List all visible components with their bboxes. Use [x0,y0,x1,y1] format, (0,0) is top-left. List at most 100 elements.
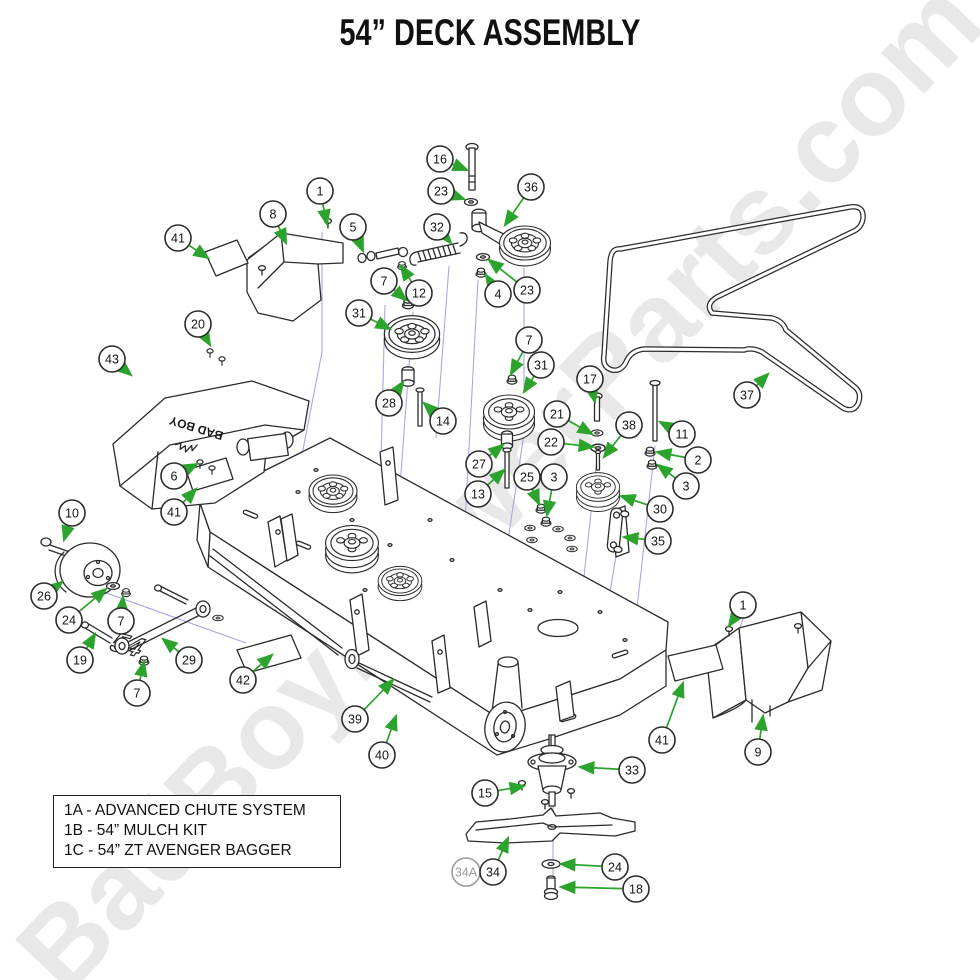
callout-28: 28 [375,379,405,417]
spindle-pulley-30 [575,472,621,512]
callout-20: 20 [184,310,212,348]
callout-3: 3 [655,463,700,500]
callout-24: 24 [558,853,629,881]
callout-13: 13 [464,468,506,508]
callout-4: 4 [484,272,512,308]
callout-19: 19 [66,631,97,674]
legend-item-1c: 1C - 54” ZT AVENGER BAGGER [64,842,292,859]
callout-38: 38 [602,411,643,460]
callout-5: 5 [339,213,367,254]
callout-33: 33 [577,756,646,784]
callout-14: 14 [422,401,457,435]
svg-text:18: 18 [629,883,643,897]
svg-text:27: 27 [472,458,486,472]
rod-11 [649,379,661,442]
svg-text:20: 20 [191,318,205,332]
callout-12: 12 [399,263,433,307]
mid-hardware-group [482,374,661,554]
svg-text:15: 15 [478,787,492,801]
callout-30: 30 [618,494,674,523]
deer-antler-icon [174,442,198,453]
spacer-27 [500,430,514,450]
nut-3 [646,459,658,470]
callout-7: 7 [509,326,543,377]
svg-text:7: 7 [381,275,388,289]
callout-25: 25 [513,463,541,507]
svg-text:11: 11 [676,428,689,442]
svg-text:41: 41 [171,232,185,246]
svg-text:8: 8 [270,208,277,222]
callout-29: 29 [161,637,203,674]
svg-text:23: 23 [520,284,534,298]
pin-38 [594,449,602,471]
eyebolt-5-7-12 [357,246,409,271]
page-title: 54” DECK ASSEMBLY [339,12,641,53]
screw-20a [206,348,214,358]
callout-34: 34 [479,835,510,886]
callout-18: 18 [558,875,650,903]
callout-7: 7 [123,659,151,707]
svg-text:30: 30 [653,503,667,517]
legend-box: 1A - ADVANCED CHUTE SYSTEM 1B - 54” MULC… [53,795,341,868]
spacer-28 [401,366,415,387]
svg-text:34: 34 [486,866,500,880]
legend-item-1a: 1A - ADVANCED CHUTE SYSTEM [64,802,306,819]
left-wheel-assembly [40,537,224,666]
svg-text:31: 31 [534,359,548,373]
svg-text:7: 7 [134,687,141,701]
callout-10: 10 [58,499,86,543]
svg-text:24: 24 [62,614,76,628]
link-35 [606,507,630,554]
svg-text:7: 7 [526,334,533,348]
callout-34A: 34A [451,857,481,887]
callout-3: 3 [540,463,568,518]
callout-43: 43 [98,345,133,377]
washer-24b [541,859,561,869]
callout-7: 7 [107,594,135,635]
bolt-16 [465,142,479,191]
callout-32: 32 [423,213,453,245]
callout-21: 21 [543,400,595,436]
caster-wheel-front [484,656,526,753]
svg-text:22: 22 [544,436,558,450]
svg-text:12: 12 [412,287,426,301]
callout-26: 26 [30,580,65,610]
deck-brackets [267,446,630,722]
svg-text:36: 36 [524,181,538,195]
svg-text:25: 25 [520,471,534,485]
nut-3b [540,516,552,527]
svg-text:39: 39 [348,713,362,727]
svg-text:33: 33 [625,764,639,778]
svg-text:28: 28 [382,397,396,411]
svg-text:10: 10 [65,507,79,521]
callout-16: 16 [426,145,470,173]
rod-14 [415,387,425,427]
legend-item-1b: 1B - 54” MULCH KIT [64,822,207,839]
svg-text:26: 26 [37,590,51,604]
callout-6: 6 [160,462,200,490]
callout-8: 8 [259,200,288,246]
svg-text:23: 23 [434,185,448,199]
callout-2: 2 [654,446,712,474]
callout-15: 15 [471,779,527,807]
washer-23 [463,197,479,207]
svg-text:9: 9 [755,746,762,760]
svg-text:19: 19 [73,654,87,668]
callout-39: 39 [341,678,395,733]
svg-text:31: 31 [352,307,366,321]
svg-text:21: 21 [550,408,564,422]
nut-7b [506,374,518,385]
svg-text:14: 14 [436,415,450,429]
svg-text:3: 3 [683,480,690,494]
callout-35: 35 [621,527,672,555]
screw-20b [218,356,226,366]
idler-pulley [498,225,552,267]
spindle-assembly-33 [465,734,636,901]
nut-4 [475,267,487,278]
callout-23: 23 [486,258,541,304]
callout-41: 41 [648,680,685,754]
lift-rod-19 [80,621,113,644]
callout-37: 37 [733,372,770,409]
svg-text:4: 4 [495,288,502,302]
